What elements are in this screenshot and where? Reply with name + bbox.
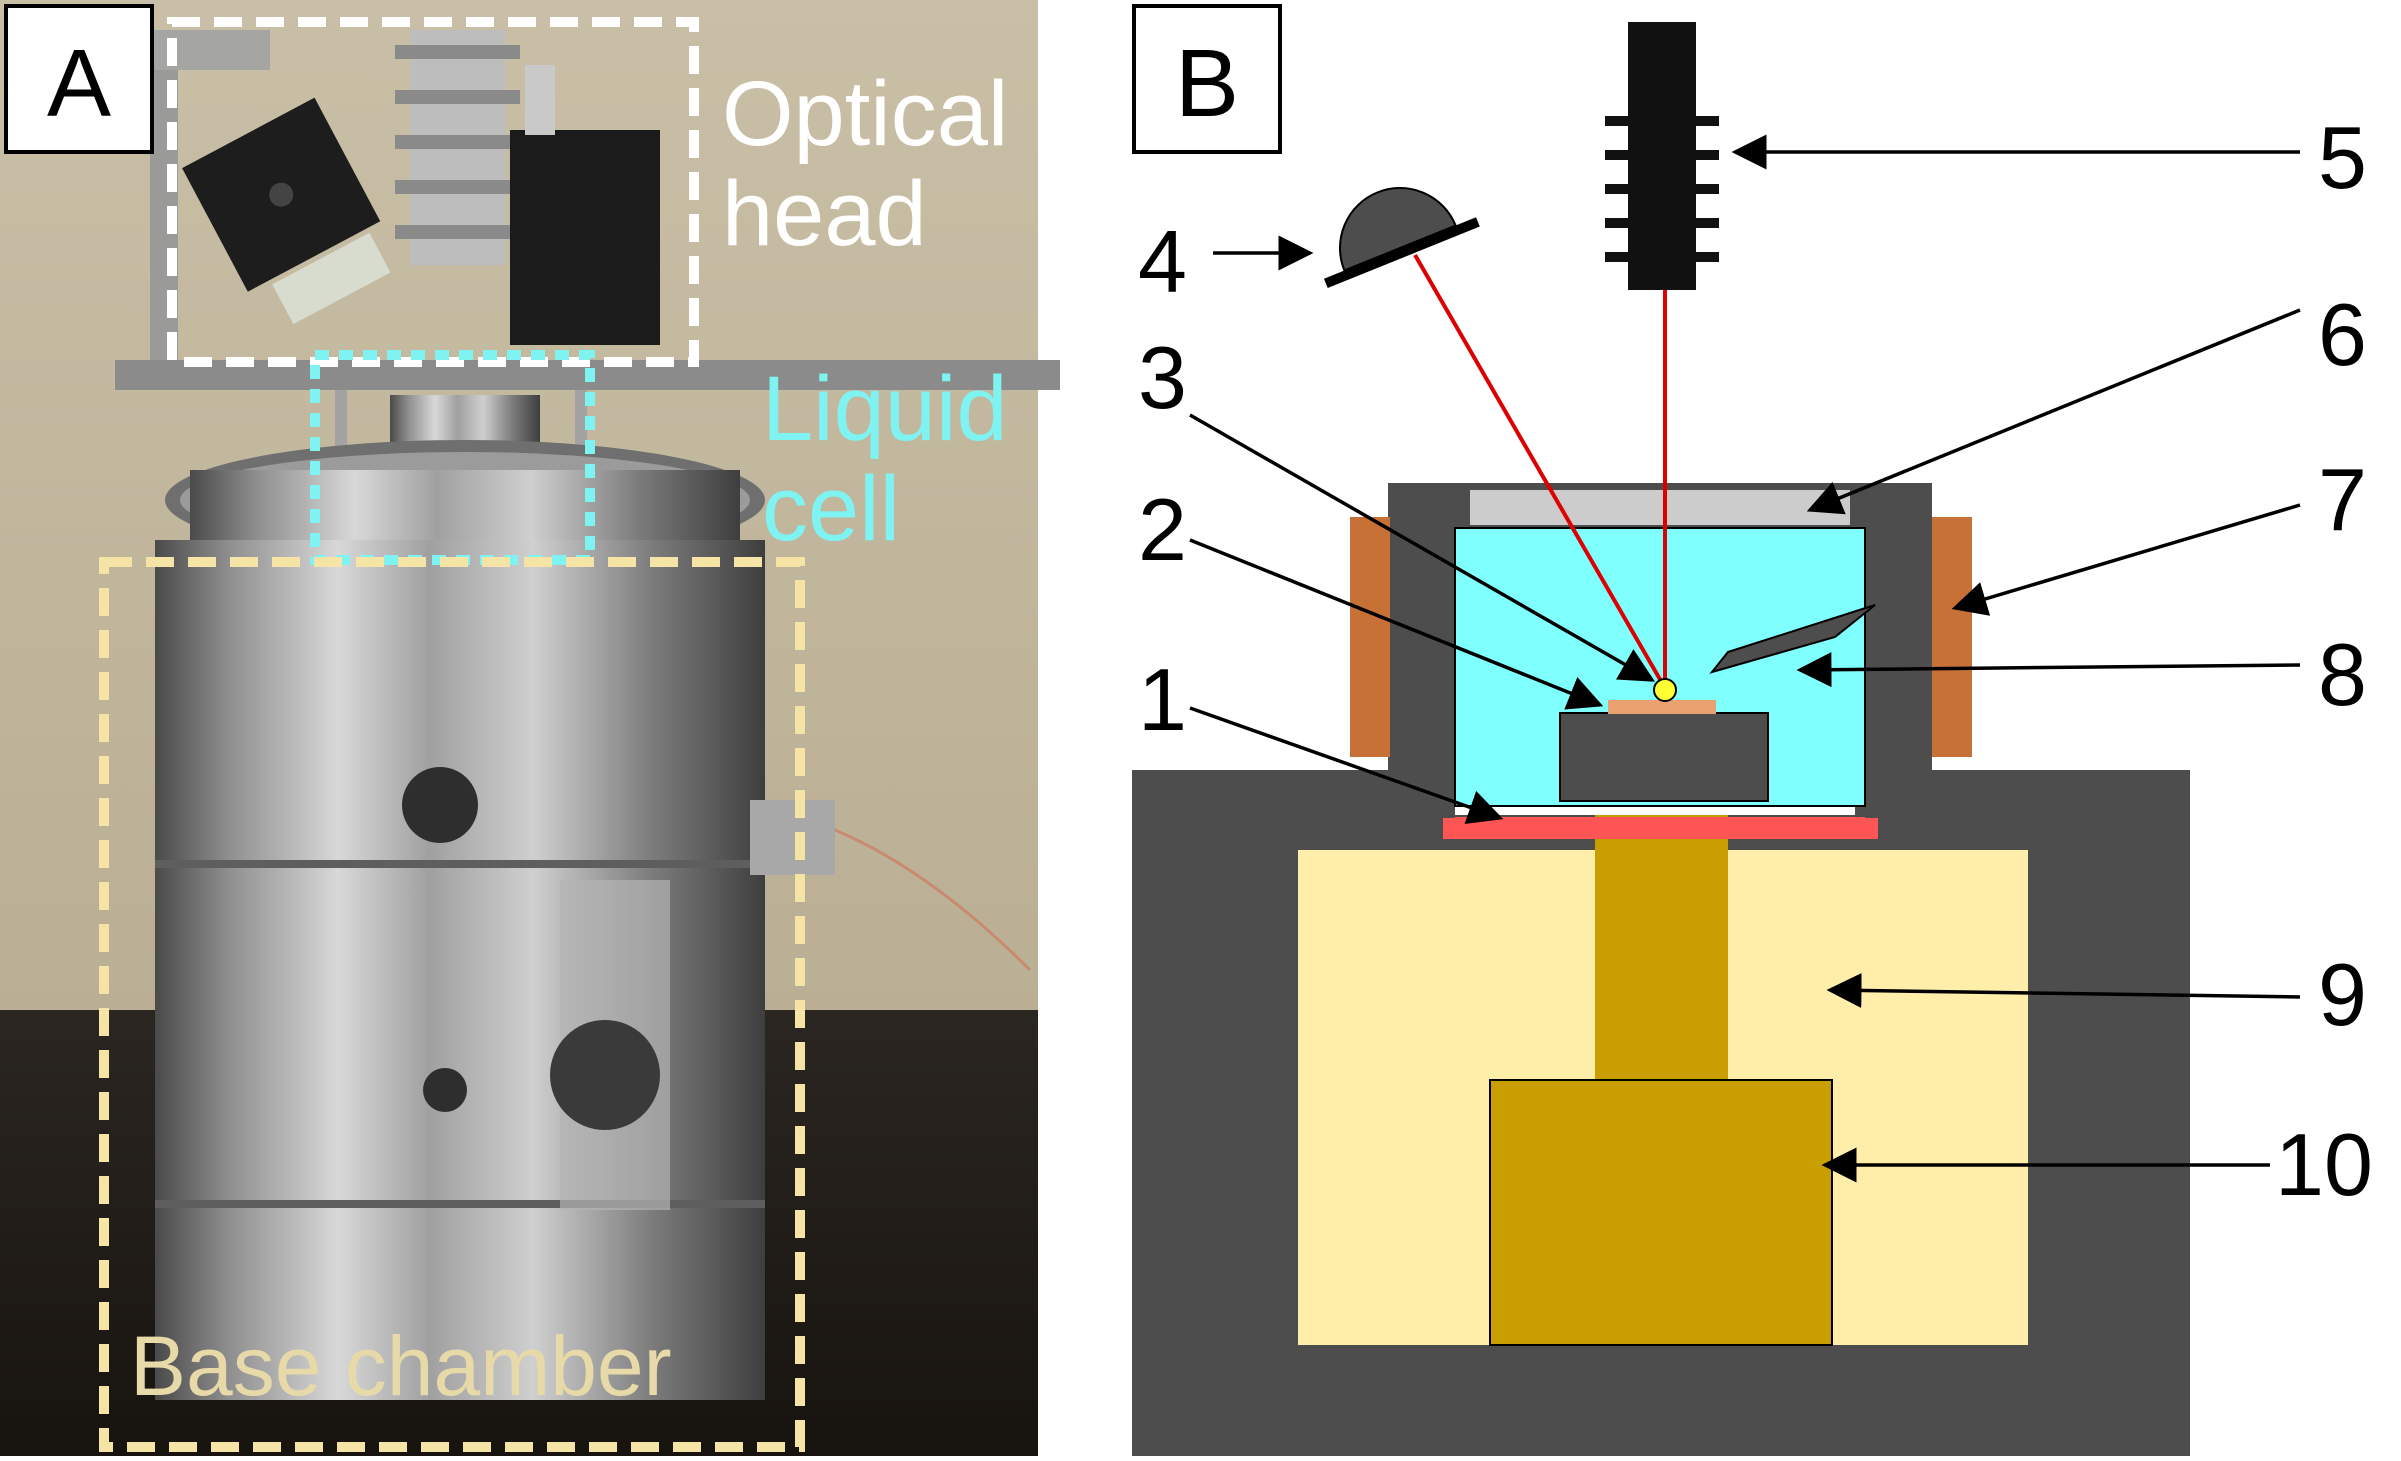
flange-ring [190,470,740,550]
panel-a-label: A [47,30,111,137]
laser-finned-body [395,30,520,265]
callout-3: 3 [1138,328,1187,427]
cell-wall-right [1865,483,1932,818]
thermocouple-wires [834,828,1032,972]
optical-head-box [167,17,699,367]
laser-source [1605,22,1719,290]
base-chamber-body [155,540,1032,1400]
cantilever [1709,604,1876,674]
sample-holder [1559,712,1769,802]
callout-7: 7 [2318,450,2367,549]
optical-head-label-line1: Optical [722,63,1008,165]
arrow-9 [1826,972,2301,1008]
chamber-port-2 [423,1068,467,1112]
chamber-port-3 [550,1020,660,1130]
chamber-seam-lower [155,1200,765,1208]
arrow-2 [1189,538,1604,710]
tip [1653,678,1677,702]
arrow-1 [1189,706,1504,824]
liquid-cell-label-line2: cell [762,458,900,560]
heater-left [1350,517,1390,757]
chamber-port-1 [402,767,478,843]
panel-a: A Optical head Liquid cell Base chamber [0,0,1060,1456]
callout-1: 1 [1138,650,1187,749]
callout-5: 5 [2318,108,2367,207]
laser-beam-reflected [1413,253,1667,690]
panel-b-label-box [1132,4,1282,154]
base-chamber-box [99,557,805,1452]
cell-wall-left [1388,483,1455,818]
callout-arrows [1189,134,2301,1183]
stage-outline [1489,1079,1833,1346]
micrometer-knob [525,65,555,135]
optical-head-label-line2: head [722,163,927,265]
arrow-8 [1796,652,2301,688]
window [1470,490,1850,525]
arrow-7 [1951,503,2301,616]
callout-9: 9 [2318,945,2367,1044]
optical-head-assembly [115,30,1060,510]
arrow-6 [1806,308,2301,515]
panel-b-label: B [1175,30,1239,137]
side-fitting [750,800,835,875]
heater-right [1932,517,1972,757]
callout-numbers: 1 2 3 4 5 6 7 8 9 10 [1138,108,2373,1214]
callout-2: 2 [1138,480,1187,579]
chamber-seam [155,860,765,868]
translation-stage [510,130,660,345]
callout-10: 10 [2275,1115,2373,1214]
panel-a-label-box [4,4,154,154]
photodetector [1323,187,1480,288]
arrow-3 [1189,413,1656,682]
callout-4: 4 [1138,212,1187,311]
callout-8: 8 [2318,625,2367,724]
panel-b: 1 2 3 4 5 6 7 8 9 10 B [1132,4,2373,1456]
liquid-cell-label-line1: Liquid [762,358,1008,460]
chamber-cylinder [155,540,765,1400]
seal [1443,817,1878,839]
sample [1608,700,1716,714]
photodetector-stage [182,97,391,325]
base-chamber-label: Base chamber [130,1319,672,1413]
callout-6: 6 [2318,285,2367,384]
